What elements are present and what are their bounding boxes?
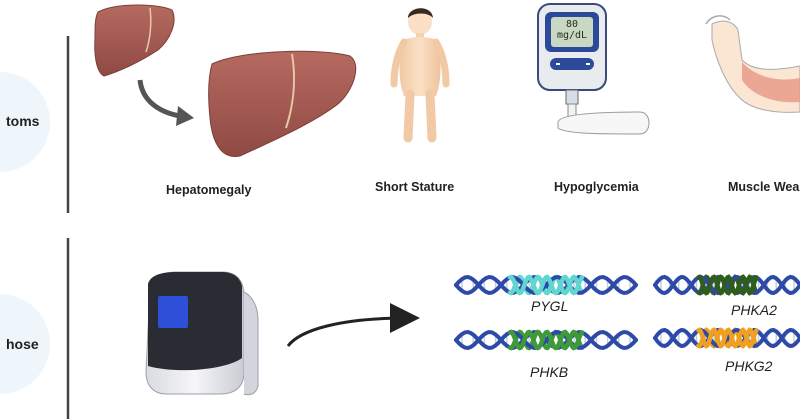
sequencing-arrow-icon	[286, 303, 420, 347]
sequencer-machine-icon	[145, 271, 259, 396]
meter-value: 80	[565, 19, 579, 30]
symptom-label-muscle-weakness: Muscle Wea	[728, 180, 800, 194]
symptom-label-hypoglycemia: Hypoglycemia	[554, 180, 639, 194]
gene-label-phkg2: PHKG2	[725, 358, 773, 374]
meter-unit: mg/dL	[556, 30, 588, 41]
symptoms-row-label: toms	[6, 113, 40, 129]
arm-muscle-icon	[705, 15, 800, 113]
liver-large-icon	[208, 50, 357, 157]
symptoms-circle	[0, 72, 50, 172]
dna-helix-phka2	[653, 274, 800, 296]
gene-label-phkb: PHKB	[530, 364, 569, 380]
enlarge-arrow-icon	[137, 79, 194, 126]
symptom-label-short-stature: Short Stature	[375, 180, 455, 194]
gene-label-phka2: PHKA2	[731, 302, 777, 318]
symptom-label-hepatomegaly: Hepatomegaly	[166, 183, 252, 197]
meter-display: 80 mg/dL	[551, 19, 593, 41]
child-figure-icon	[390, 8, 450, 143]
glucose-meter-icon	[537, 3, 650, 135]
dna-helix-phkb	[454, 329, 638, 351]
liver-small-icon	[94, 4, 175, 77]
dna-helix-phkg2	[653, 327, 800, 349]
diagnose-row-label: hose	[6, 336, 39, 352]
gene-label-pygl: PYGL	[531, 298, 569, 314]
dna-layer	[454, 274, 800, 351]
dna-helix-pygl	[454, 274, 638, 296]
diagnose-circle	[0, 294, 50, 394]
